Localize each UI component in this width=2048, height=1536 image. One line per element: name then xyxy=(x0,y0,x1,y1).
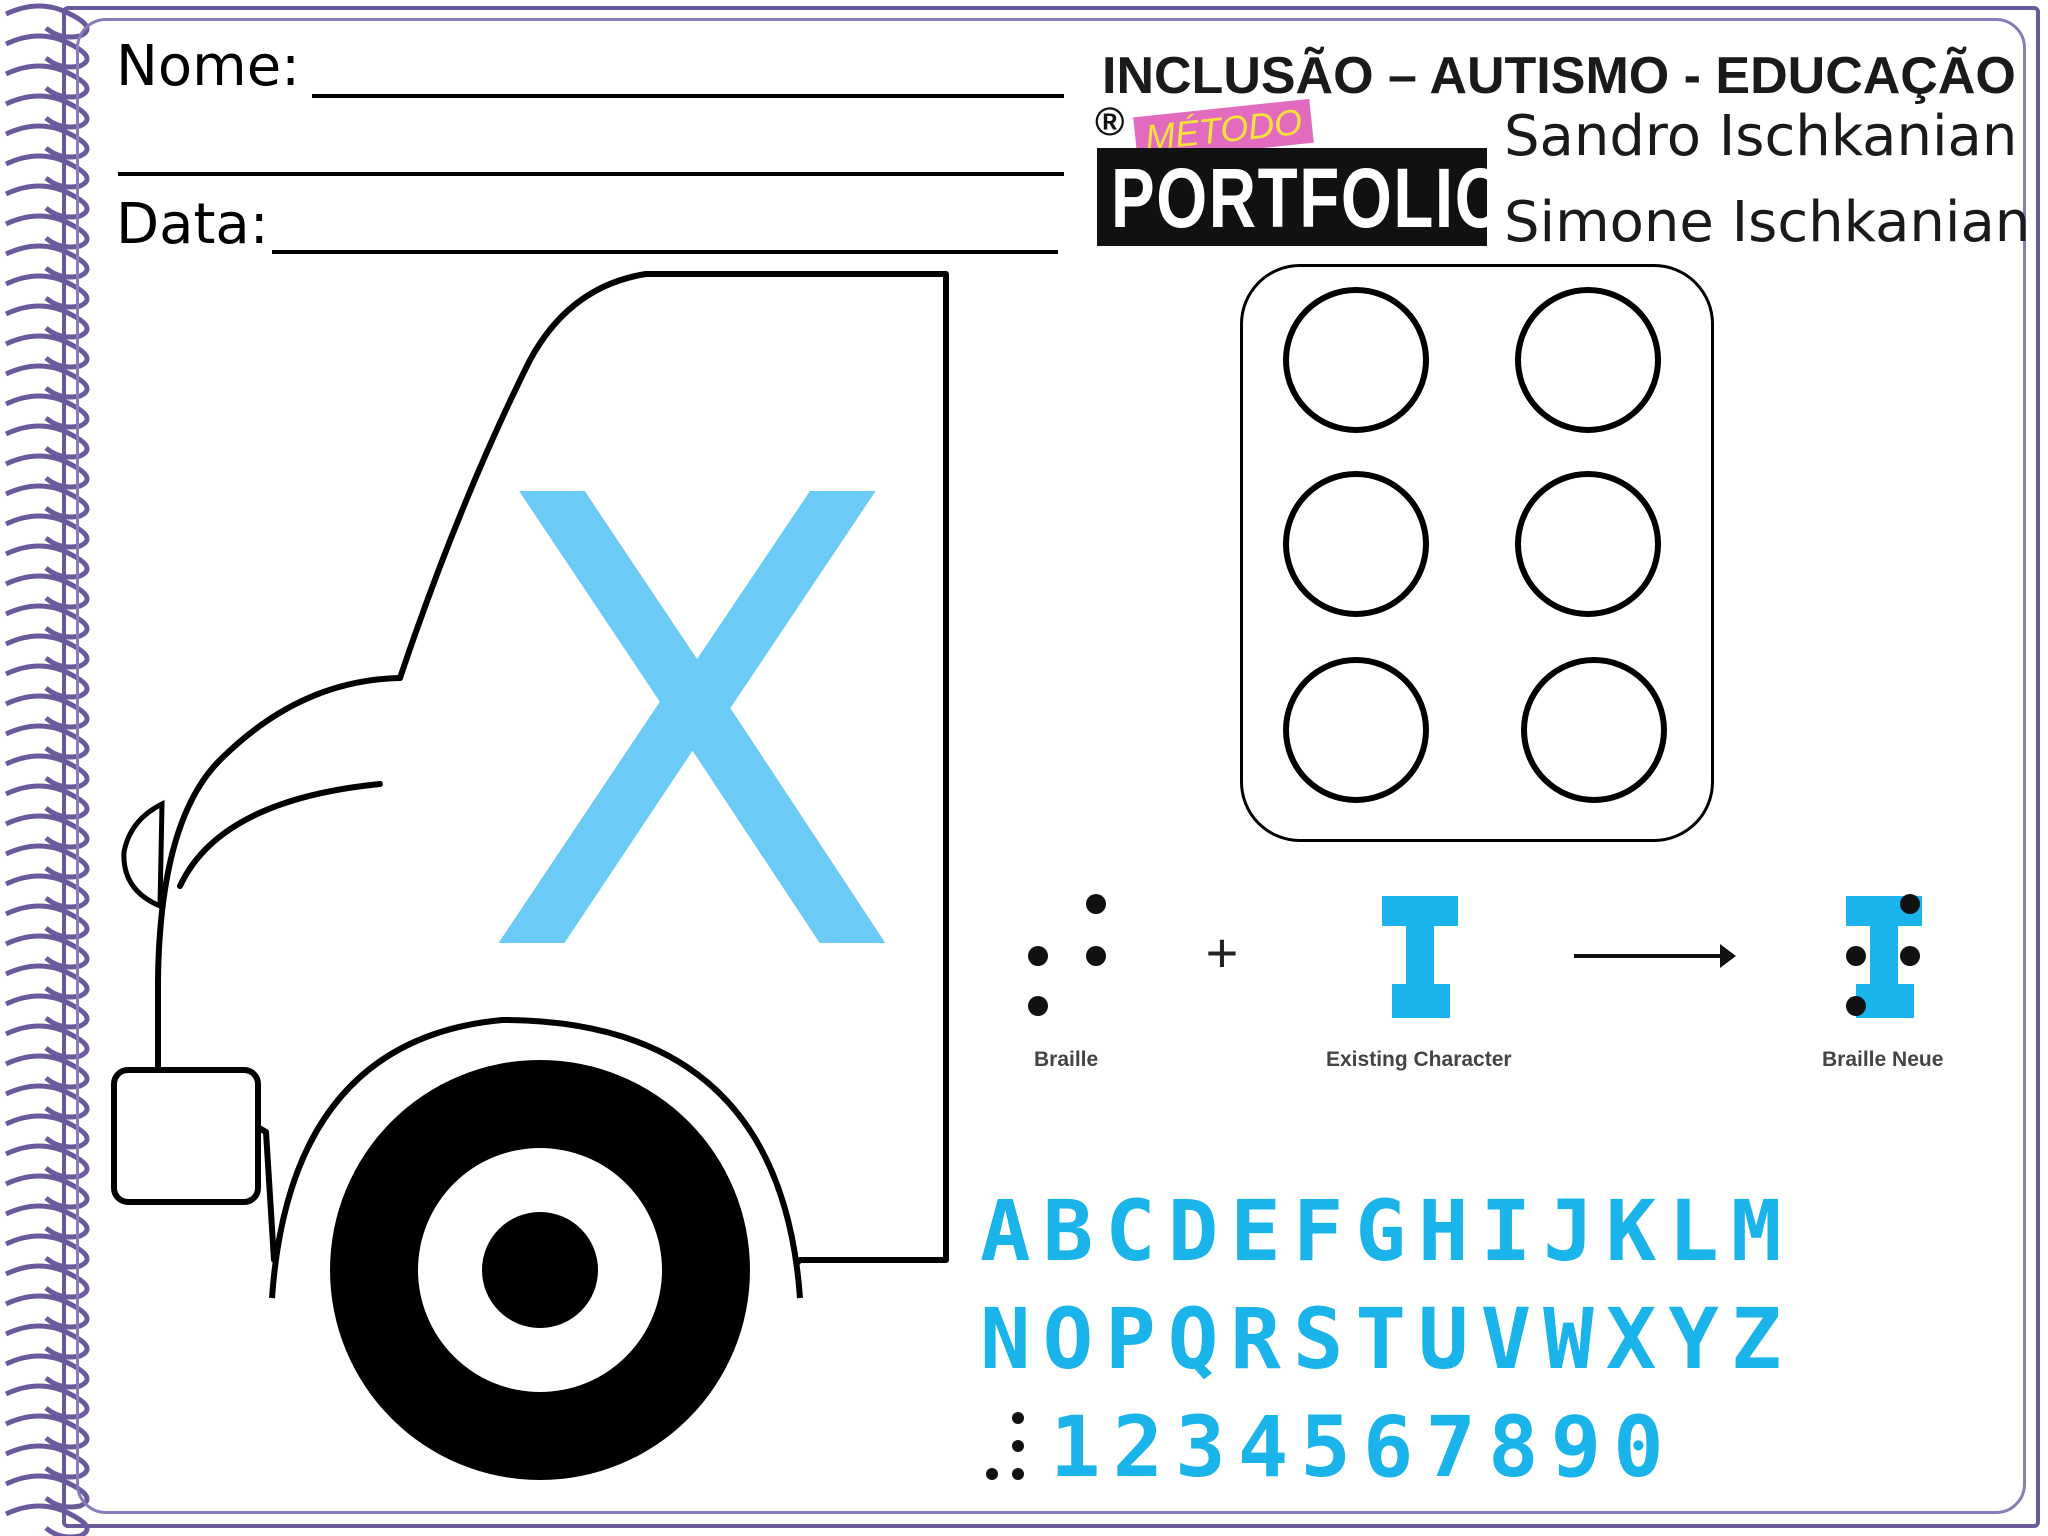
arrow-head-icon xyxy=(1720,944,1736,968)
braille-dot-3[interactable] xyxy=(1283,657,1429,803)
logo-portfolio-word: PORTFOLIO xyxy=(1111,151,1508,245)
name-label: Nome: xyxy=(116,34,301,99)
header-title: INCLUSÃO – AUTISMO - EDUCAÇÃO xyxy=(1102,47,2016,105)
name-line[interactable] xyxy=(312,94,1064,98)
date-label: Data: xyxy=(116,192,269,257)
braille-dot-4[interactable] xyxy=(1515,287,1661,433)
label-braille: Braille xyxy=(1034,1048,1099,1071)
alphabet-row-1: ABCDEFGHIJKLM xyxy=(980,1182,1794,1280)
truck-headlight xyxy=(121,799,165,910)
number-sign-icon xyxy=(986,1412,1024,1480)
alphabet-row-2: NOPQRSTUVWXYZ xyxy=(980,1290,1794,1388)
braille-cell xyxy=(1240,264,1714,842)
author-sandro: Sandro Ischkanian xyxy=(1504,104,2018,169)
portfolio-logo: ® MÉTODO PORTFOLIO xyxy=(1095,98,1506,246)
braille-dot-2[interactable] xyxy=(1283,471,1429,617)
braille-dot-6[interactable] xyxy=(1521,657,1667,803)
label-braille-neue: Braille Neue xyxy=(1822,1048,1944,1071)
date-line[interactable] xyxy=(272,250,1058,254)
name-line-2[interactable] xyxy=(118,172,1064,176)
truck-drawing xyxy=(111,271,949,1480)
registered-mark: ® xyxy=(1095,100,1125,144)
existing-t-glyph xyxy=(1382,896,1458,1018)
braille-dots-sample xyxy=(1028,894,1106,1016)
author-simone: Simone Ischkanian xyxy=(1504,190,2031,255)
braille-neue-dots xyxy=(1846,894,1920,1016)
label-existing-character: Existing Character xyxy=(1326,1048,1512,1071)
truck-cab-outline xyxy=(155,271,949,1269)
braille-neue-diagram: + xyxy=(1028,894,1922,1018)
numbers-row: 1234567890 xyxy=(1050,1398,1676,1496)
plus-sign: + xyxy=(1206,921,1239,984)
page-border xyxy=(62,6,2040,1528)
braille-dot-1[interactable] xyxy=(1283,287,1429,433)
logo-background xyxy=(1097,148,1487,246)
truck-bumper xyxy=(111,1067,261,1205)
truck-hub xyxy=(482,1212,598,1328)
braille-neue-t-glyph xyxy=(1846,896,1922,1018)
truck-hood-line xyxy=(177,781,383,889)
page-inner-border xyxy=(76,18,2026,1514)
braille-dot-5[interactable] xyxy=(1515,471,1661,617)
featured-letter: X xyxy=(480,369,905,1090)
